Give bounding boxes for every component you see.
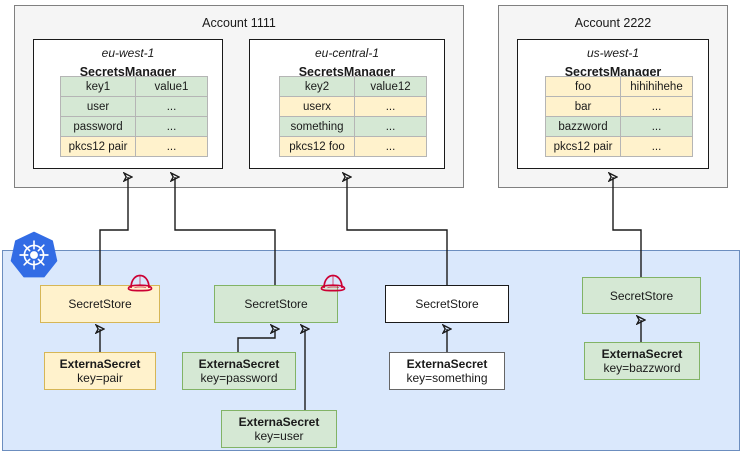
- table-row: userx ...: [279, 96, 427, 117]
- externalsecret-key: key=bazzword: [603, 361, 681, 375]
- table-row: foo hihihihehe: [545, 76, 693, 97]
- table-row: key1 value1: [60, 76, 208, 97]
- secretstore-node-3[interactable]: SecretStore: [385, 285, 509, 323]
- externalsecret-key: key=password: [200, 371, 278, 385]
- secrets-table-eu-central-1: key2 value12 userx ... something ... pkc…: [279, 76, 427, 157]
- secrets-table-us-west-1: foo hihihihehe bar ... bazzword ... pkcs…: [545, 76, 693, 157]
- table-row: pkcs12 foo ...: [279, 136, 427, 157]
- secret-value: ...: [620, 136, 693, 157]
- externalsecret-title: ExternaSecret: [238, 415, 320, 429]
- account-title: Account 1111: [202, 16, 276, 30]
- secretstore-label: SecretStore: [609, 288, 674, 303]
- secretstore-label: SecretStore: [415, 297, 479, 311]
- externalsecret-node-something[interactable]: ExternaSecret key=something: [389, 352, 505, 390]
- table-row: password ...: [60, 116, 208, 137]
- externalsecret-title: ExternaSecret: [198, 357, 280, 371]
- externalsecret-node-bazzword[interactable]: ExternaSecret key=bazzword: [584, 342, 700, 380]
- secretstore-label: SecretStore: [68, 297, 132, 311]
- secret-value: ...: [135, 136, 208, 157]
- table-row: bazzword ...: [545, 116, 693, 137]
- secret-value: ...: [620, 96, 693, 117]
- account-title: Account 2222: [574, 16, 652, 30]
- externalsecret-key: key=pair: [77, 371, 123, 385]
- secret-key: pkcs12 pair: [545, 136, 621, 157]
- arrow-store2-to-euwest1: [175, 177, 276, 285]
- hard-hat-icon: [320, 272, 346, 292]
- arrow-store3-to-eucentral1: [347, 177, 448, 285]
- secret-key: password: [60, 116, 136, 137]
- region-label: eu-central-1: [314, 46, 380, 60]
- secret-key: pkcs12 pair: [60, 136, 136, 157]
- externalsecret-node-pair[interactable]: ExternaSecret key=pair: [44, 352, 156, 390]
- externalsecret-title: ExternaSecret: [406, 357, 488, 371]
- secret-key: userx: [279, 96, 355, 117]
- table-row: something ...: [279, 116, 427, 137]
- externalsecret-key: key=something: [406, 371, 488, 385]
- hard-hat-icon: [127, 272, 153, 292]
- secret-key: key1: [60, 76, 136, 97]
- externalsecret-title: ExternaSecret: [601, 347, 683, 361]
- secret-value: hihihihehe: [620, 76, 693, 97]
- secret-value: ...: [135, 116, 208, 137]
- service-label: SecretsManager: [298, 65, 396, 79]
- table-row: pkcs12 pair ...: [60, 136, 208, 157]
- secret-value: ...: [620, 116, 693, 137]
- region-label: us-west-1: [586, 46, 639, 60]
- arrow-store1-to-euwest1: [99, 177, 128, 285]
- service-label: SecretsManager: [79, 65, 177, 79]
- secret-value: ...: [354, 96, 427, 117]
- table-row: pkcs12 pair ...: [545, 136, 693, 157]
- secret-key: pkcs12 foo: [279, 136, 355, 157]
- secretstore-label: SecretStore: [244, 297, 308, 311]
- secret-key: something: [279, 116, 355, 137]
- secret-key: bazzword: [545, 116, 621, 137]
- secret-value: ...: [354, 136, 427, 157]
- externalsecret-key: key=user: [254, 429, 304, 443]
- secrets-table-eu-west-1: key1 value1 user ... password ... pkcs12…: [60, 76, 208, 157]
- secret-value: ...: [354, 116, 427, 137]
- secret-key: foo: [545, 76, 621, 97]
- secretstore-node-2[interactable]: SecretStore: [214, 285, 338, 323]
- region-label: eu-west-1: [101, 46, 155, 60]
- secretstore-node-4[interactable]: SecretStore: [582, 277, 701, 314]
- externalsecret-node-password[interactable]: ExternaSecret key=password: [182, 352, 296, 390]
- arrow-es-password-to-store2: [237, 329, 275, 352]
- secret-value: ...: [135, 96, 208, 117]
- externalsecret-node-user[interactable]: ExternaSecret key=user: [221, 410, 337, 448]
- externalsecret-title: ExternaSecret: [59, 357, 141, 371]
- secret-value: value1: [135, 76, 208, 97]
- arrow-store4-to-uswest1: [613, 177, 642, 277]
- kubernetes-logo: [10, 231, 58, 279]
- service-label: SecretsManager: [564, 65, 662, 79]
